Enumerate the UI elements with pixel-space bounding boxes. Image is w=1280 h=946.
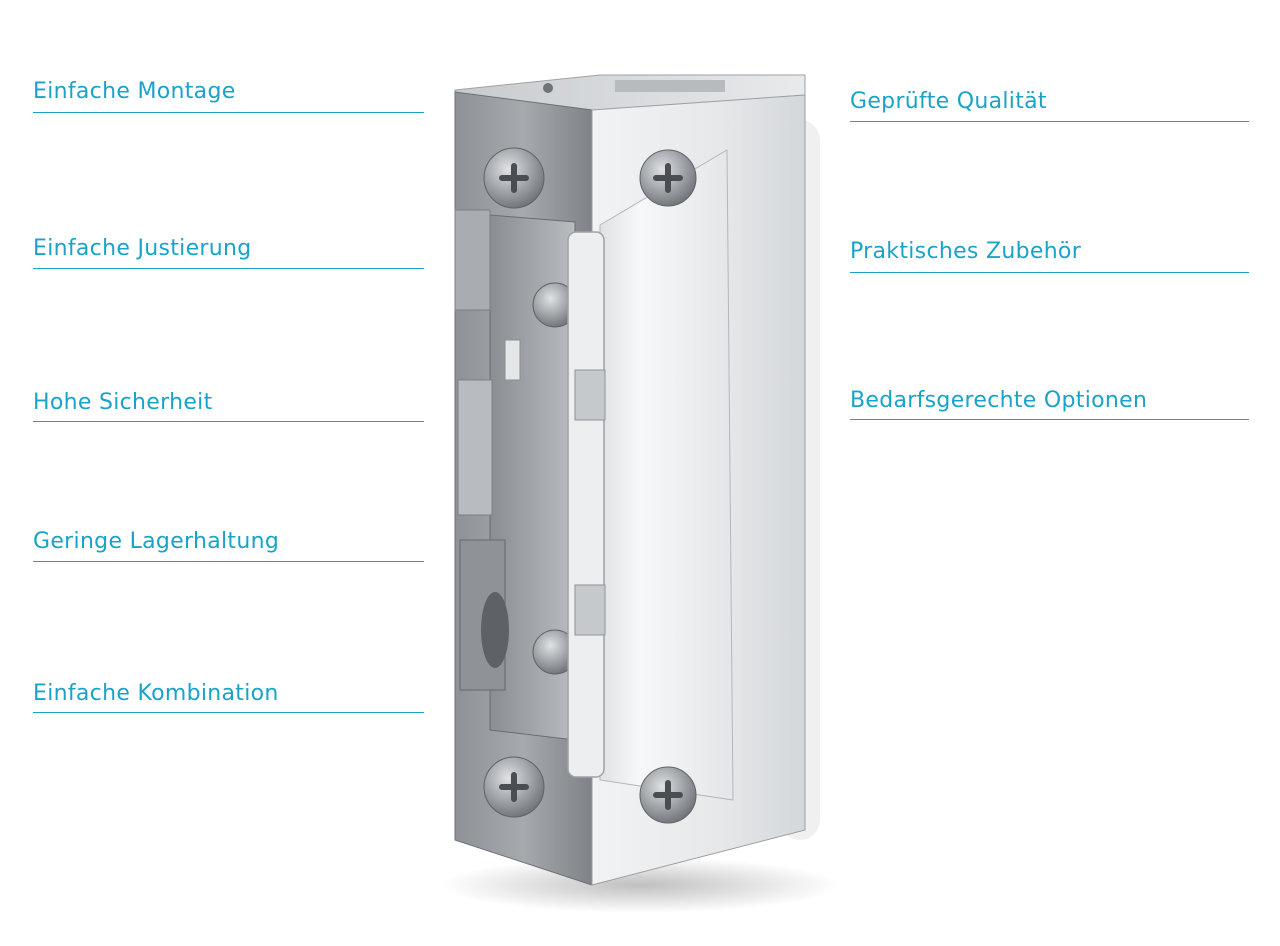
feature-divider	[33, 112, 424, 113]
feature-divider	[850, 419, 1249, 420]
feature-label-storage: Geringe Lagerhaltung	[33, 529, 280, 554]
feature-label-mounting: Einfache Montage	[33, 79, 236, 104]
feature-label-quality: Geprüfte Qualität	[850, 89, 1047, 114]
feature-divider	[850, 121, 1249, 122]
feature-label-accessories: Praktisches Zubehör	[850, 239, 1082, 264]
feature-label-adjustment: Einfache Justierung	[33, 236, 252, 261]
feature-divider	[33, 421, 424, 422]
door-strike-illustration	[440, 74, 840, 913]
screw-icon	[483, 147, 545, 209]
feature-label-security: Hohe Sicherheit	[33, 390, 213, 415]
feature-label-combination: Einfache Kombination	[33, 681, 279, 706]
feature-divider	[33, 712, 424, 713]
feature-divider	[33, 561, 424, 562]
feature-divider	[33, 268, 424, 269]
feature-label-options: Bedarfsgerechte Optionen	[850, 388, 1148, 413]
feature-divider	[850, 272, 1249, 273]
